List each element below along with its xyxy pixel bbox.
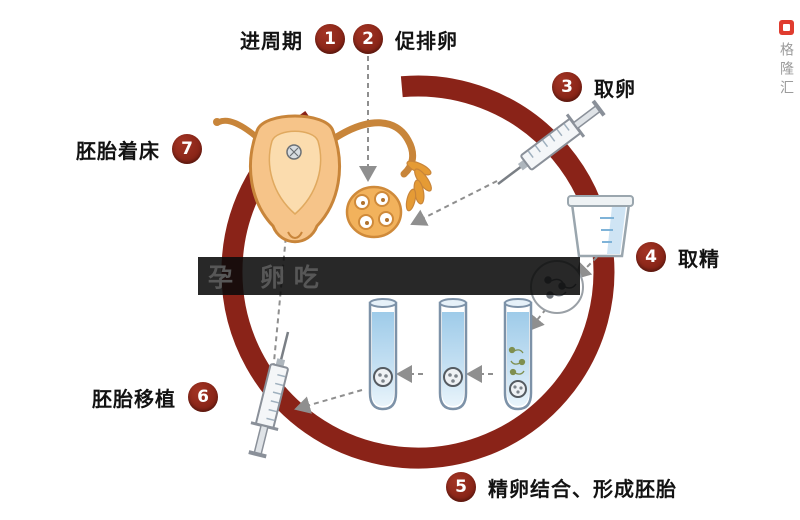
step-3-label: 取卵 [594, 76, 636, 101]
step-5-label: 精卵结合、形成胚胎 [488, 476, 677, 501]
step-group-1-2: 进周期 1 2 促排卵 [240, 24, 458, 54]
dashed-connectors [269, 56, 598, 414]
step-1-label: 进周期 [240, 28, 303, 53]
step-2-badge: 2 [353, 24, 383, 54]
step-4-badge: 4 [636, 242, 666, 272]
step-group-6: 胚胎移植 6 [92, 382, 218, 412]
step-4-label: 取精 [678, 246, 720, 271]
brand-watermark: 格隆汇 [776, 20, 796, 99]
step-1-badge: 1 [315, 24, 345, 54]
step-6-label: 胚胎移植 [92, 386, 176, 411]
test-tube-embryo-icon [368, 298, 398, 411]
implanted-embryo-icon [286, 144, 302, 160]
step-7-label: 胚胎着床 [76, 138, 160, 163]
step-group-4: 4 取精 [636, 242, 720, 272]
specimen-cup-icon [567, 195, 634, 258]
step-group-3: 3 取卵 [552, 72, 636, 102]
ovary-icon [345, 185, 403, 239]
step-group-5: 5 精卵结合、形成胚胎 [446, 472, 677, 502]
test-tube-fertilized-icon [438, 298, 468, 411]
test-tube-sperm-egg-icon [503, 298, 533, 411]
uterus-icon [213, 114, 432, 244]
step-2-label: 促排卵 [395, 28, 458, 53]
gelonghui-logo-icon [778, 20, 794, 35]
step-7-badge: 7 [172, 134, 202, 164]
step-group-7: 胚胎着床 7 [76, 134, 202, 164]
fimbriae-icon [405, 160, 432, 212]
center-watermark-band: 孕 卵吃 [198, 257, 580, 295]
center-watermark-text: 孕 卵吃 [208, 263, 328, 292]
step-5-badge: 5 [446, 472, 476, 502]
brand-watermark-text: 格隆汇 [778, 42, 794, 99]
step-3-badge: 3 [552, 72, 582, 102]
step-6-badge: 6 [188, 382, 218, 412]
